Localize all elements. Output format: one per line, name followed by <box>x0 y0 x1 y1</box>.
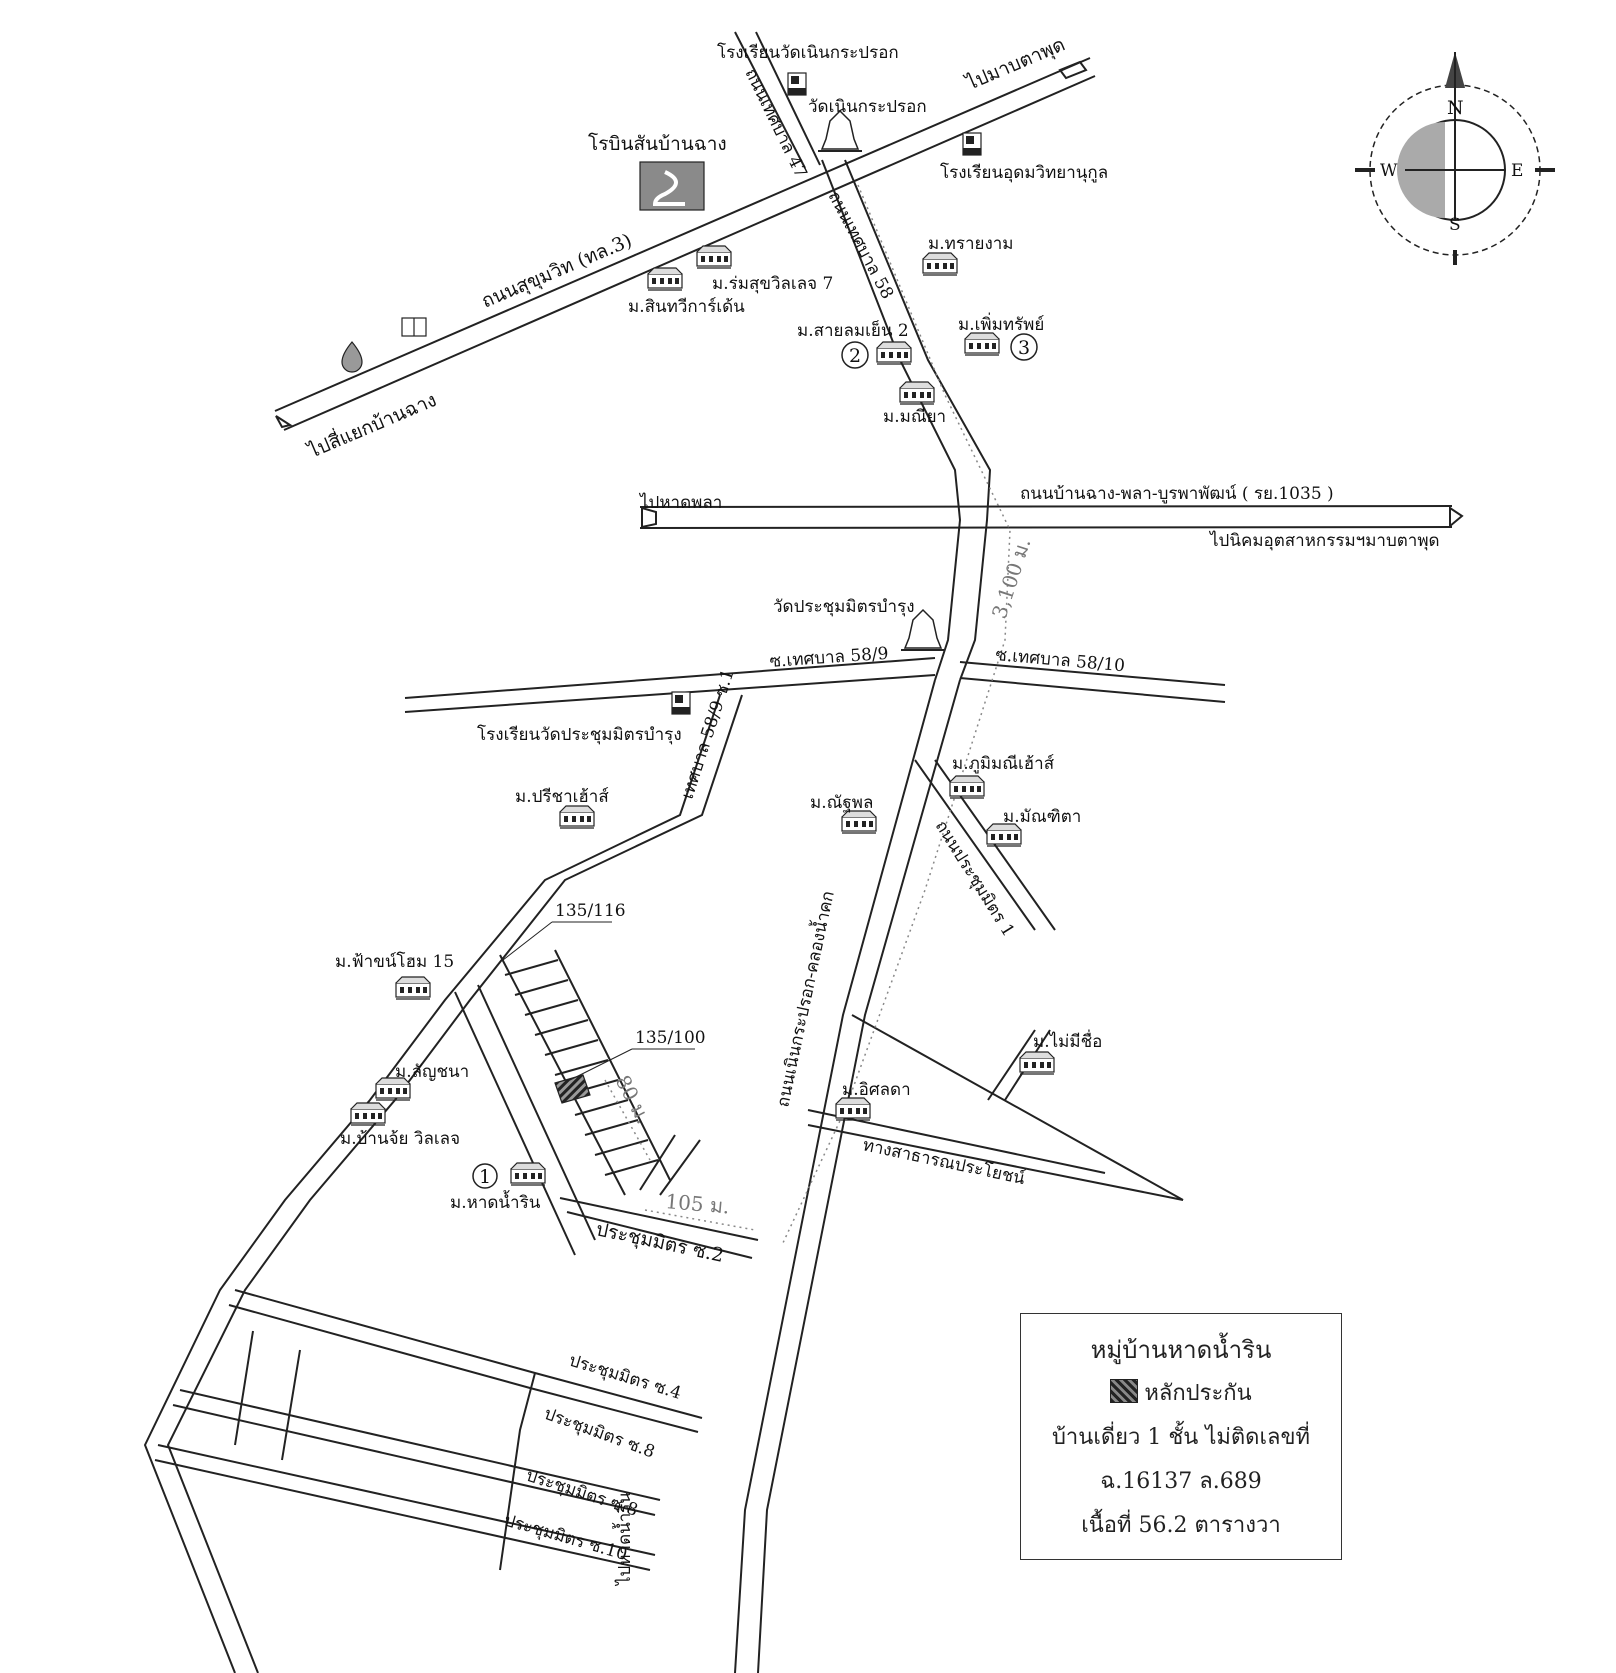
arrow-to-map-ta-phut <box>1058 60 1088 80</box>
svg-text:3: 3 <box>1018 337 1030 359</box>
svg-text:2: 2 <box>849 345 861 367</box>
road-label-ban-chang-phla: ถนนบ้านฉาง-พลา-บูรพาพัฒน์ ( รย.1035 ) <box>1020 484 1334 504</box>
label-maniya: ม.มณียา <box>883 407 946 427</box>
temple-icon <box>901 608 945 651</box>
label-fahhome: ม.ฟ้าขน์โฮม 15 <box>335 951 454 972</box>
road-label-to-ban-chang: ไปสี่แยกบ้านฉาง <box>302 386 439 463</box>
distance-guides <box>604 184 1011 1246</box>
house-icon <box>922 252 958 276</box>
road-label-tessaban58: ถนนเทศบาล 58 <box>824 188 898 303</box>
label-wat-noen: วัดเนินกระปรอก <box>808 97 927 117</box>
house-icon <box>876 341 912 365</box>
house-icon <box>899 381 935 405</box>
compass-rose: N S E W <box>1355 52 1555 265</box>
legend-deed: ฉ.16137 ล.689 <box>1100 1469 1262 1494</box>
map-icons <box>341 72 1055 1186</box>
house-icon <box>1019 1051 1055 1075</box>
label-distance-soi: 105 ม. <box>665 1189 731 1218</box>
place-labels: โรงเรียนวัดเนินกระปรอก วัดเนินกระปรอก โร… <box>335 42 1108 1219</box>
house-icon <box>559 805 595 829</box>
label-hat-nam-rin: ม.หาดน้ำริน <box>450 1190 541 1213</box>
label-school-noen: โรงเรียนวัดเนินกระปรอก <box>717 42 899 63</box>
label-saiylom: ม.สายลมเย็น 2 <box>797 319 909 341</box>
school-icon <box>962 132 982 156</box>
house-icon <box>395 976 431 1000</box>
label-plot-target: 135/100 <box>635 1028 706 1048</box>
road-label-prachum-10: ประชุมมิตร ซ.10 <box>502 1511 630 1565</box>
house-icon <box>841 810 877 834</box>
road-label-prachum-4: ประชุมมิตร ซ.4 <box>567 1351 684 1404</box>
house-icon <box>835 1097 871 1121</box>
house-icon <box>350 1102 386 1126</box>
label-ruamsuk: ม.ร่มสุขวิลเลจ 7 <box>712 274 833 294</box>
label-manthita: ม.มัณฑิตา <box>1003 807 1081 827</box>
house-icon <box>510 1162 546 1186</box>
road-label-public-way: ทางสาธารณประโยชน์ <box>861 1134 1027 1189</box>
label-no-name: ม.ไม่มีชื่อ <box>1033 1029 1102 1052</box>
arrow-to-hat-phla <box>641 506 657 529</box>
label-plot-first: 135/116 <box>555 901 626 921</box>
svg-text:N: N <box>1447 97 1464 119</box>
legend-desc: บ้านเดี่ยว 1 ชั้น ไม่ติดเลขที่ <box>1051 1425 1311 1450</box>
marker-3: 3 <box>1010 333 1038 361</box>
road-label-sukhumvit: ถนนสุขุมวิท (ทล.3) <box>478 229 635 313</box>
road-label-soi-58-9: ซ.เทศบาล 58/9 <box>769 644 889 672</box>
label-preecha: ม.ปรีชาเฮ้าส์ <box>515 787 609 807</box>
road-label-to-hat-phla: ไปหาดพลา <box>638 492 722 513</box>
svg-text:E: E <box>1511 161 1523 181</box>
road-label-noen-krapork: ถนนเนินกระปรอก-คลองน้ำคก <box>770 889 838 1109</box>
label-saiyngam: ม.ทรายงาม <box>928 234 1014 254</box>
label-hotel: โรบินสันบ้านฉาง <box>588 132 727 155</box>
svg-text:1: 1 <box>479 1166 491 1188</box>
svg-text:W: W <box>1380 161 1398 181</box>
marker-2: 2 <box>841 341 869 369</box>
hatch-swatch-icon <box>1110 1379 1139 1403</box>
gas-station-icon <box>341 341 363 373</box>
legend-box: หมู่บ้านหาดน้ำริน หลักประกัน บ้านเดี่ยว … <box>1020 1313 1342 1560</box>
marker-1: 1 <box>472 1163 498 1189</box>
temple-icon <box>818 109 862 152</box>
label-isara: ม.อิศลดา <box>842 1080 911 1100</box>
label-sinthawee: ม.สินทวีการ์เด้น <box>628 297 745 317</box>
svg-text:S: S <box>1449 215 1461 235</box>
road-label-prachum-2: ประชุมมิตร ซ.2 <box>594 1218 726 1268</box>
school-icon <box>671 691 691 715</box>
label-distance-side: 80 ม. <box>611 1071 656 1128</box>
legend-key: หลักประกัน <box>1144 1381 1252 1406</box>
road-label-to-industrial: ไปนิคมอุตสาหกรรมฯมาบตาพุด <box>1208 530 1440 551</box>
arrow-to-ban-chang <box>275 415 293 429</box>
label-phermsub: ม.เพิ่มทรัพย์ <box>958 312 1044 335</box>
road-label-to-hat-nam-rin: ไปหาดน้ำริน <box>612 1492 635 1587</box>
label-distance-main: 3,100 ม. <box>987 535 1036 622</box>
house-icon <box>964 332 1000 356</box>
label-phummanee: ม.ภูมิมณีเฮ้าส์ <box>952 754 1055 774</box>
road-network <box>143 31 1464 1673</box>
label-school-udom: โรงเรียนอุดมวิทยานุกูล <box>940 162 1108 183</box>
book-icon <box>401 317 427 337</box>
house-icon <box>647 267 683 291</box>
label-lanchana: ม.ลัญชนา <box>395 1062 469 1082</box>
house-icon <box>986 823 1022 847</box>
school-icon <box>787 72 807 96</box>
label-natpol: ม.ณัฐพล <box>810 793 873 813</box>
road-label-to-map-ta-phut: ไปมาบตาพุด <box>962 33 1069 96</box>
legend-area: เนื้อที่ 56.2 ตารางวา <box>1081 1513 1281 1538</box>
house-icon <box>696 245 732 269</box>
mall-logo-icon <box>639 161 705 211</box>
label-wat-prachum: วัดประชุมมิตรบำรุง <box>773 597 915 617</box>
legend-key-row: หลักประกัน <box>1021 1372 1341 1416</box>
road-label-prachum-8a: ประชุมมิตร ซ.8 <box>541 1404 657 1463</box>
arrow-to-industrial <box>1449 506 1464 529</box>
house-icon <box>949 775 985 799</box>
legend-title: หมู่บ้านหาดน้ำริน <box>1090 1336 1272 1364</box>
label-banjai: ม.บ้านจ้ย วิลเลจ <box>340 1129 460 1149</box>
label-school-prachum: โรงเรียนวัดประชุมมิตรบำรุง <box>477 724 682 745</box>
